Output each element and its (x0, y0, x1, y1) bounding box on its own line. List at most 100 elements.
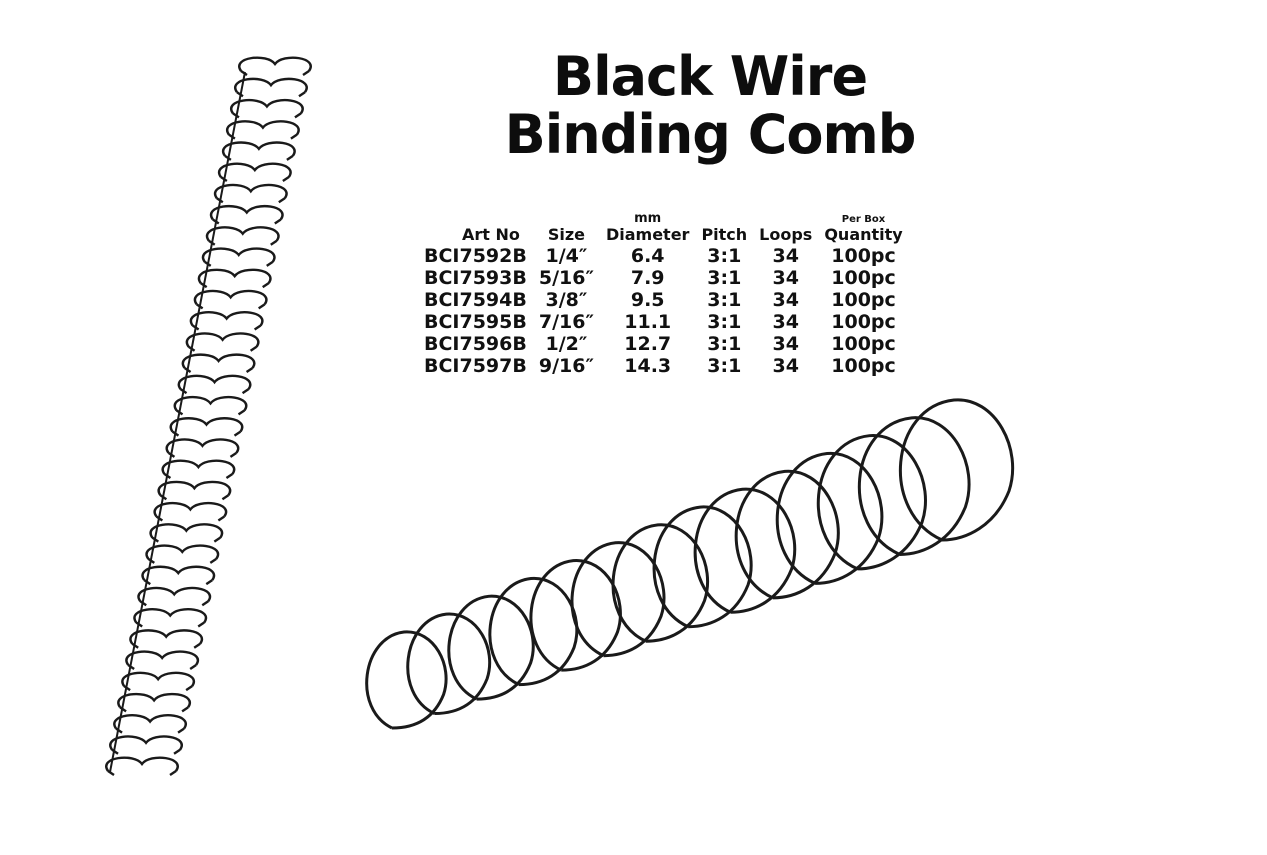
comb-loop (145, 544, 220, 564)
cell-pitch: 3:1 (707, 355, 742, 377)
coil-loop (447, 594, 535, 701)
comb-loop (189, 311, 264, 331)
header-pitch: Pitch (695, 212, 753, 245)
cell-art-no: BCI7596B (424, 333, 527, 355)
cell-quantity: 100pc (831, 245, 896, 267)
wire-coil-closed-image (365, 398, 1015, 730)
comb-loop (193, 289, 268, 310)
comb-loop (121, 671, 196, 692)
comb-loop (169, 417, 244, 437)
coil-loop (816, 434, 927, 571)
cell-diameter: 12.7 (624, 333, 672, 355)
comb-loop (109, 735, 183, 755)
cell-loops: 34 (772, 245, 799, 267)
comb-spine (109, 71, 246, 773)
product-title: Black Wire Binding Comb (440, 48, 980, 164)
cell-diameter: 6.4 (630, 245, 665, 267)
cell-loops: 34 (772, 289, 799, 311)
comb-loop (157, 480, 232, 501)
cell-quantity: 100pc (831, 333, 896, 355)
cell-size: 3/8″ (545, 289, 588, 311)
header-quantity: Per Box Quantity (818, 212, 908, 245)
comb-loop (165, 438, 240, 458)
cell-quantity: 100pc (831, 267, 896, 289)
header-quantity-top: Per Box (841, 214, 886, 225)
spec-table-header-row: Art No Size mm Diameter Pitch Loops Per … (418, 212, 909, 245)
header-art-no-label: Art No (462, 225, 520, 244)
comb-loop (201, 247, 276, 267)
table-row: BCI7595B 7/16″ 11.1 3:1 34 100pc (418, 311, 909, 333)
header-pitch-label: Pitch (701, 225, 748, 244)
cell-size: 5/16″ (538, 267, 594, 289)
coil-loop (365, 630, 448, 730)
comb-loop (133, 608, 208, 628)
comb-loop (125, 650, 200, 670)
comb-loop (173, 395, 248, 416)
spec-table-header: Art No Size mm Diameter Pitch Loops Per … (418, 212, 909, 245)
cell-size: 1/2″ (545, 333, 588, 355)
comb-loop (161, 459, 236, 480)
comb-loop (205, 226, 280, 246)
table-row: BCI7593B 5/16″ 7.9 3:1 34 100pc (418, 267, 909, 289)
comb-loop (225, 120, 300, 140)
cell-diameter: 7.9 (630, 267, 665, 289)
cell-quantity: 100pc (831, 289, 896, 311)
wire-comb-vertical-image (105, 56, 312, 776)
comb-loop (181, 353, 256, 373)
cell-art-no: BCI7592B (424, 245, 527, 267)
coil-loop (898, 398, 1015, 542)
cell-diameter: 11.1 (624, 311, 672, 333)
cell-pitch: 3:1 (707, 289, 742, 311)
comb-loop (117, 692, 192, 713)
header-diameter-unit: mm (634, 211, 662, 226)
coil-loop (857, 416, 971, 556)
coil-loop (734, 469, 840, 600)
cell-loops: 34 (772, 355, 799, 377)
cell-art-no: BCI7594B (424, 289, 527, 311)
cell-diameter: 14.3 (624, 355, 672, 377)
comb-loop (221, 141, 296, 161)
cell-size: 1/4″ (545, 245, 588, 267)
header-art-no: Art No (418, 212, 533, 245)
comb-loop (185, 332, 260, 352)
header-quantity-label: Quantity (824, 225, 903, 244)
cell-pitch: 3:1 (707, 267, 742, 289)
comb-loop (197, 268, 272, 289)
cell-quantity: 100pc (831, 311, 896, 333)
cell-pitch: 3:1 (707, 333, 742, 355)
comb-loop (153, 502, 228, 522)
cell-art-no: BCI7593B (424, 267, 527, 289)
header-size: Size (533, 212, 600, 245)
coil-loop (611, 523, 710, 643)
header-loops-label: Loops (759, 225, 813, 244)
coil-loop (406, 612, 492, 716)
cell-size: 9/16″ (538, 355, 594, 377)
title-line-1: Black Wire (552, 45, 868, 108)
header-size-label: Size (547, 225, 585, 244)
cell-size: 7/16″ (538, 311, 594, 333)
comb-loop (137, 586, 212, 607)
coil-loop (775, 452, 884, 585)
cell-loops: 34 (772, 267, 799, 289)
cell-art-no: BCI7595B (424, 311, 527, 333)
comb-loop (141, 565, 216, 586)
header-diameter-label: Diameter (605, 225, 690, 244)
spec-table: Art No Size mm Diameter Pitch Loops Per … (418, 212, 909, 378)
comb-loop (209, 205, 284, 225)
comb-loop (105, 756, 179, 776)
comb-loop (217, 162, 292, 183)
comb-loop (213, 183, 288, 204)
cell-loops: 34 (772, 311, 799, 333)
coil-loop (488, 576, 579, 687)
cell-pitch: 3:1 (707, 311, 742, 333)
cell-quantity: 100pc (831, 355, 896, 377)
comb-loop (149, 523, 224, 543)
header-diameter: mm Diameter (600, 212, 695, 245)
